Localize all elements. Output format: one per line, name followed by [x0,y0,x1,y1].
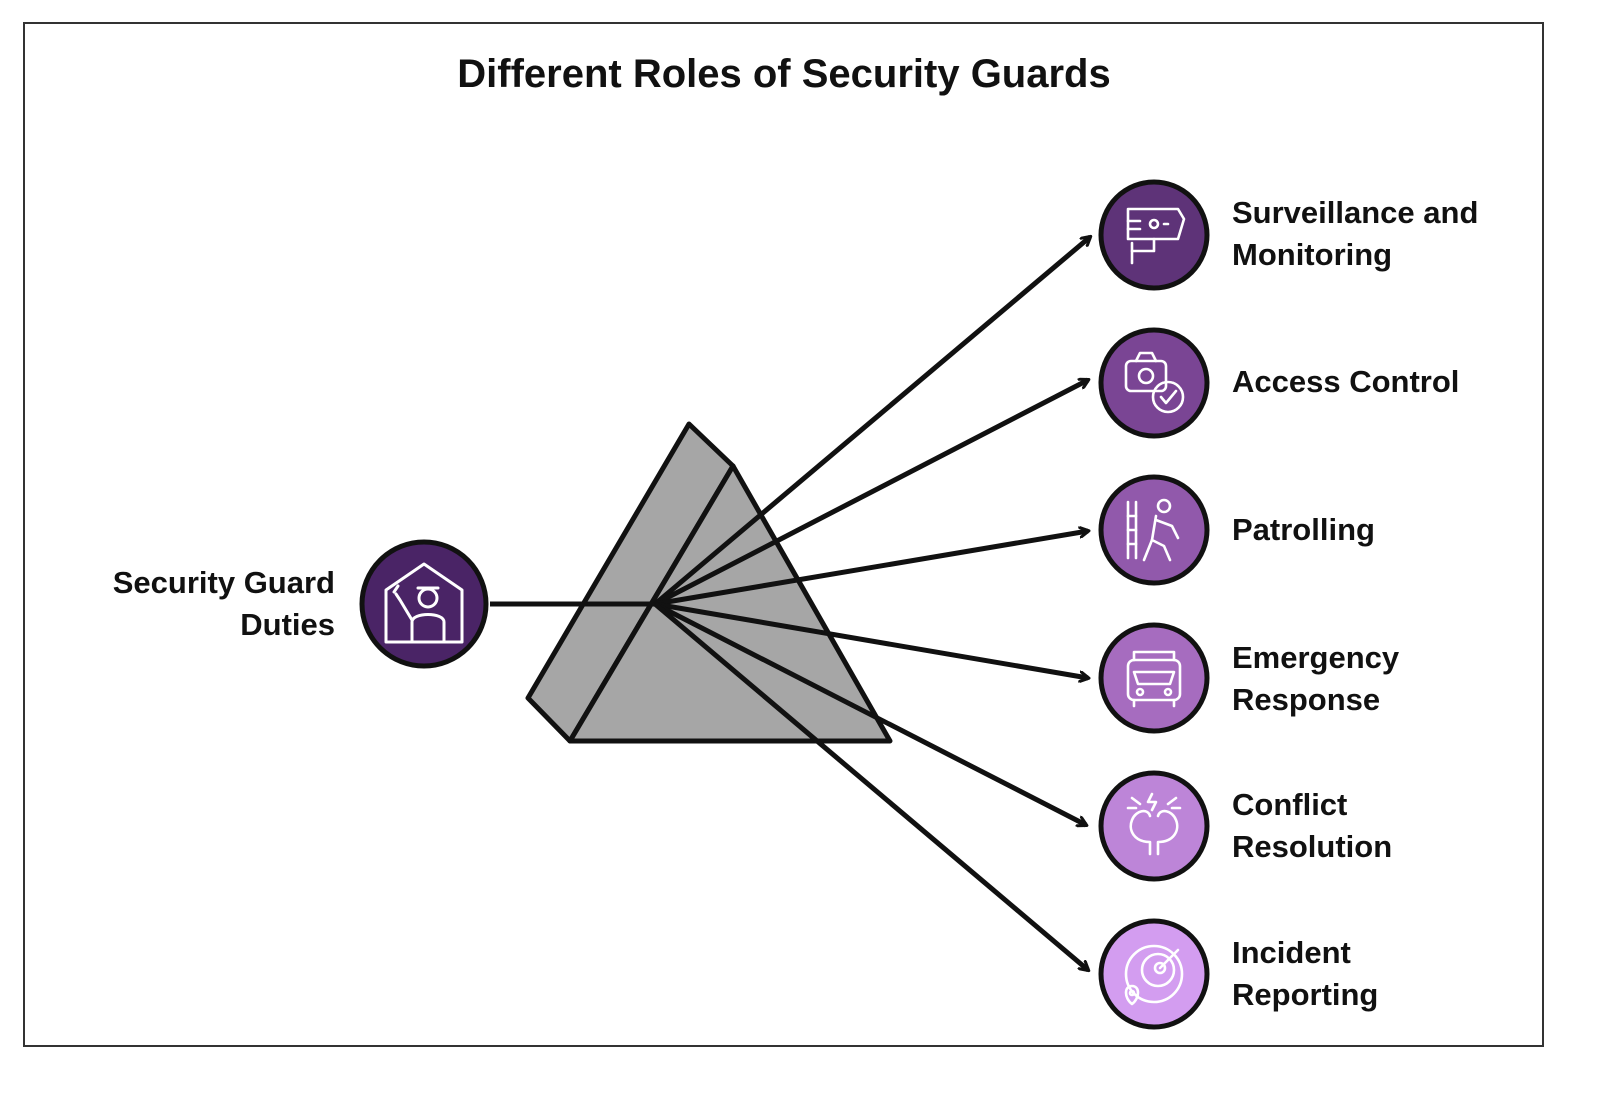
source-label-line: Duties [240,607,335,642]
role-label-line: Incident [1232,935,1351,970]
camera-check-icon [1124,351,1185,414]
role-node-circle [1098,770,1210,882]
role-label-line: Reporting [1232,977,1379,1012]
ray-arrow [653,237,1090,606]
role-label-line: Emergency [1232,640,1400,675]
role-node [1098,622,1210,734]
source-label-line: Security Guard [112,565,335,600]
role-label-patrolling: Patrolling [1232,509,1375,551]
role-node [1098,327,1210,439]
role-label-access-control: Access Control [1232,361,1459,403]
role-node-circle [1098,179,1210,291]
role-label-conflict-resolution: Conflict Resolution [1232,784,1392,868]
role-label-emergency-response: Emergency Response [1232,637,1399,721]
ray-arrow [654,601,1088,678]
role-node [1098,179,1210,291]
role-label-line: Surveillance and [1232,195,1479,230]
source-node [359,539,489,669]
page-title: Different Roles of Security Guards [457,52,1111,96]
role-node [1098,770,1210,882]
role-label-line: Patrolling [1232,512,1375,547]
radar-location-icon [1124,944,1184,1006]
role-label-surveillance: Surveillance and Monitoring [1232,192,1478,276]
ray-arrow [654,531,1088,607]
source-label: Security Guard Duties [113,562,335,646]
ray-arrow [653,602,1088,970]
prism [525,421,893,744]
role-nodes [359,179,1210,1030]
patrolling-guard-icon [1126,498,1180,562]
role-label-line: Conflict [1232,787,1348,822]
role-label-incident-reporting: Incident Reporting [1232,932,1378,1016]
role-node-circle [1098,918,1210,1030]
diagram-frame [23,22,1544,1047]
ray-arrow [653,601,1086,825]
role-label-line: Access Control [1232,364,1460,399]
role-node [1098,918,1210,1030]
role-node-circle [1098,622,1210,734]
ray-arrow [653,380,1088,607]
output-rays [653,237,1090,970]
emergency-vehicle-icon [1126,650,1182,708]
guard-in-house-icon [384,562,464,644]
role-node [1098,474,1210,586]
role-label-line: Resolution [1232,829,1393,864]
role-label-line: Response [1232,682,1381,717]
conflict-heads-icon [1126,792,1182,856]
role-label-line: Monitoring [1232,237,1393,272]
role-node-circle [1098,327,1210,439]
cctv-camera-icon [1126,207,1186,265]
source-node-circle [359,539,489,669]
